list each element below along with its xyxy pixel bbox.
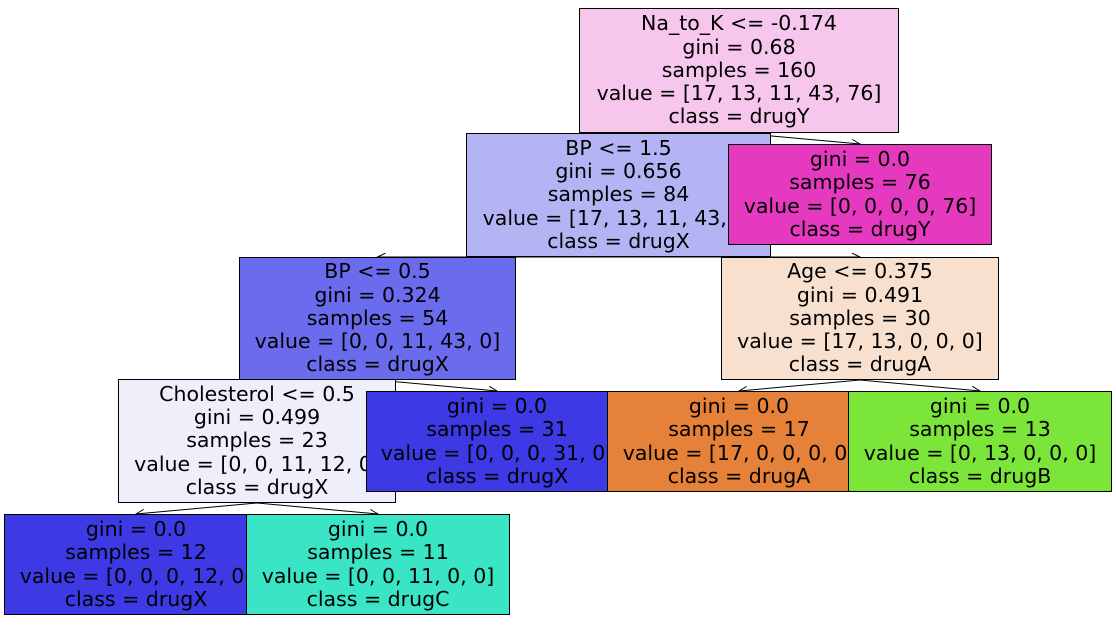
node-gini: gini = 0.0: [688, 394, 790, 419]
node-samples: samples = 30: [789, 305, 931, 330]
node-class: class = drugX: [185, 474, 329, 499]
node-gini: gini = 0.324: [314, 282, 441, 307]
node-samples: samples = 13: [909, 417, 1051, 442]
node-gini: gini = 0.491: [796, 282, 924, 307]
tree-leaf-drugy: gini = 0.0 samples = 76 value = [0, 0, 0…: [728, 144, 992, 245]
node-samples: samples = 160: [661, 57, 817, 82]
node-class: class = drugX: [425, 463, 569, 488]
node-value: value = [0, 0, 11, 43, 0]: [254, 329, 501, 354]
node-samples: samples = 54: [306, 305, 449, 330]
tree-node-cholesterol: Cholesterol <= 0.5 gini = 0.499 samples …: [118, 379, 396, 503]
tree-node-root: Na_to_K <= -0.174 gini = 0.68 samples = …: [579, 8, 899, 133]
tree-leaf-druga: gini = 0.0 samples = 17 value = [17, 0, …: [607, 391, 871, 492]
node-value: value = [0, 0, 11, 12, 0]: [134, 451, 380, 476]
node-samples: samples = 84: [547, 182, 690, 207]
node-value: value = [17, 13, 0, 0, 0]: [737, 329, 983, 354]
node-split-rule: BP <= 1.5: [565, 135, 672, 160]
node-gini: gini = 0.0: [85, 517, 187, 542]
node-gini: gini = 0.68: [682, 34, 796, 59]
tree-node-age: Age <= 0.375 gini = 0.491 samples = 30 v…: [721, 257, 999, 380]
node-class: class = drugC: [306, 586, 450, 611]
node-split-rule: Cholesterol <= 0.5: [159, 381, 355, 406]
tree-leaf-drugx-12: gini = 0.0 samples = 12 value = [0, 0, 0…: [4, 514, 268, 615]
node-samples: samples = 17: [668, 417, 810, 442]
node-gini: gini = 0.0: [929, 394, 1031, 419]
node-gini: gini = 0.499: [193, 405, 321, 430]
node-value: value = [17, 13, 11, 43, 0]: [482, 205, 755, 230]
tree-node-bp-0-5: BP <= 0.5 gini = 0.324 samples = 54 valu…: [239, 257, 516, 380]
node-class: class = drugB: [908, 463, 1052, 488]
node-gini: gini = 0.656: [555, 159, 682, 184]
node-value: value = [0, 0, 11, 0, 0]: [261, 563, 495, 588]
node-samples: samples = 11: [307, 540, 449, 565]
node-value: value = [17, 13, 11, 43, 76]: [596, 81, 882, 106]
node-class: class = drugY: [789, 216, 931, 241]
node-value: value = [0, 0, 0, 31, 0]: [380, 440, 614, 465]
node-samples: samples = 23: [186, 428, 328, 453]
node-samples: samples = 76: [789, 170, 931, 195]
tree-node-bp-1-5: BP <= 1.5 gini = 0.656 samples = 84 valu…: [466, 133, 771, 257]
node-gini: gini = 0.0: [809, 147, 911, 172]
node-value: value = [0, 0, 0, 12, 0]: [19, 563, 253, 588]
node-split-rule: Age <= 0.375: [787, 259, 933, 284]
tree-leaf-drugx-31: gini = 0.0 samples = 31 value = [0, 0, 0…: [366, 391, 628, 492]
tree-leaf-drugc: gini = 0.0 samples = 11 value = [0, 0, 1…: [246, 514, 510, 615]
node-split-rule: BP <= 0.5: [324, 259, 431, 284]
node-gini: gini = 0.0: [446, 394, 548, 419]
node-samples: samples = 12: [65, 540, 207, 565]
node-samples: samples = 31: [426, 417, 568, 442]
node-gini: gini = 0.0: [327, 517, 429, 542]
node-class: class = drugA: [667, 463, 811, 488]
node-class: class = drugX: [64, 586, 208, 611]
node-class: class = drugA: [788, 352, 932, 377]
node-class: class = drugY: [668, 104, 810, 129]
node-split-rule: Na_to_K <= -0.174: [641, 11, 837, 36]
node-value: value = [0, 13, 0, 0, 0]: [863, 440, 1097, 465]
tree-leaf-drugb: gini = 0.0 samples = 13 value = [0, 13, …: [848, 391, 1112, 492]
node-value: value = [0, 0, 0, 0, 76]: [743, 193, 977, 218]
node-class: class = drugX: [547, 228, 690, 253]
node-value: value = [17, 0, 0, 0, 0]: [622, 440, 856, 465]
node-class: class = drugX: [306, 352, 449, 377]
